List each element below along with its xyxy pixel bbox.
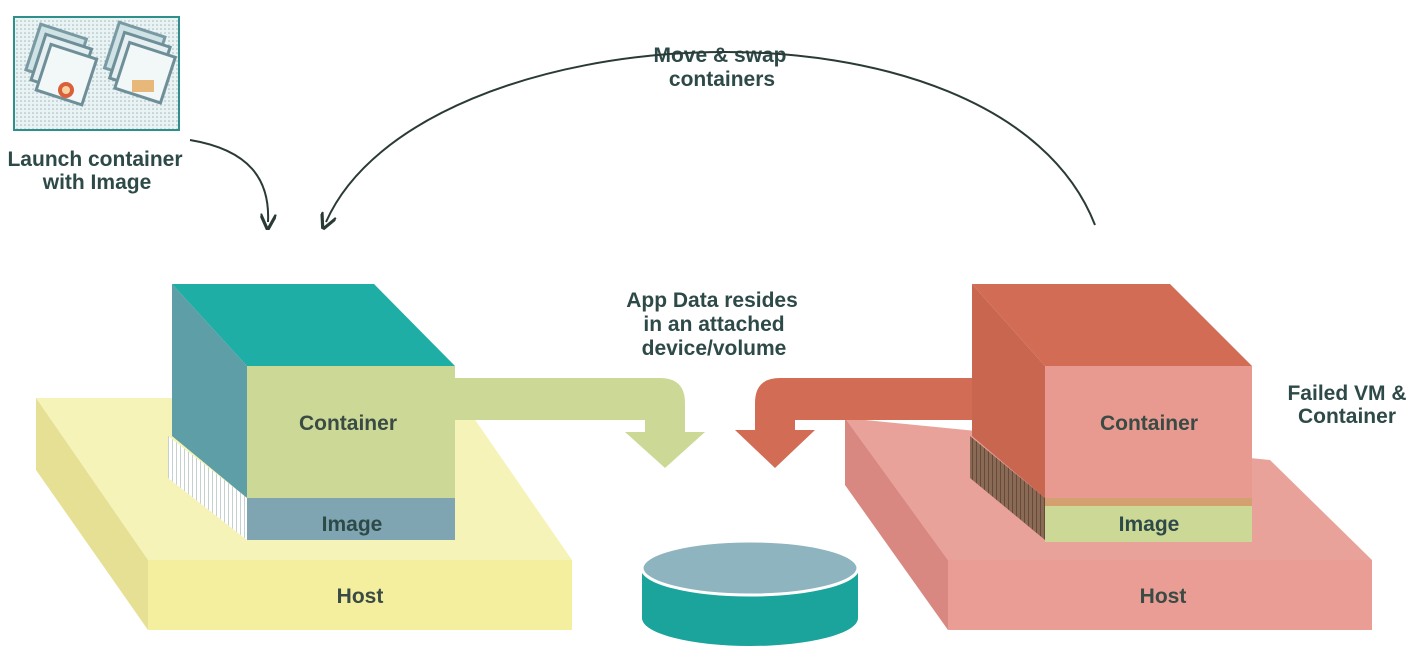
launch-label-line2: with Image — [42, 171, 152, 194]
container-stack-icon — [24, 22, 99, 107]
right-host-label: Host — [1140, 585, 1187, 608]
move-label-line1: Move & swap — [653, 44, 786, 67]
left-host-label: Host — [337, 585, 384, 608]
left-container-label: Container — [299, 412, 397, 435]
failed-label-line2: Container — [1298, 405, 1396, 428]
move-swap-arrow — [326, 50, 1096, 225]
left-data-arrow — [455, 378, 705, 468]
right-image-label: Image — [1119, 513, 1180, 536]
appdata-label-line3: device/volume — [642, 337, 787, 360]
left-container-block: Container — [172, 284, 455, 498]
right-container-label: Container — [1100, 412, 1198, 435]
container-stack-icon-2 — [102, 20, 178, 105]
image-thumbnail — [13, 16, 180, 131]
right-container-block: Container — [972, 284, 1252, 498]
failed-label-line1: Failed VM & — [1287, 382, 1406, 405]
appdata-label-line1: App Data resides — [626, 289, 798, 312]
launch-label-line1: Launch container — [7, 148, 182, 171]
move-label-line2: containers — [669, 68, 775, 91]
right-data-arrow — [735, 378, 972, 468]
appdata-label-line2: in an attached — [643, 313, 784, 336]
left-image-label: Image — [322, 513, 383, 536]
launch-arrow — [189, 139, 268, 222]
left-image-block: Image — [168, 436, 455, 540]
volume-disk-icon — [640, 539, 860, 646]
right-image-block: Image — [970, 436, 1252, 542]
